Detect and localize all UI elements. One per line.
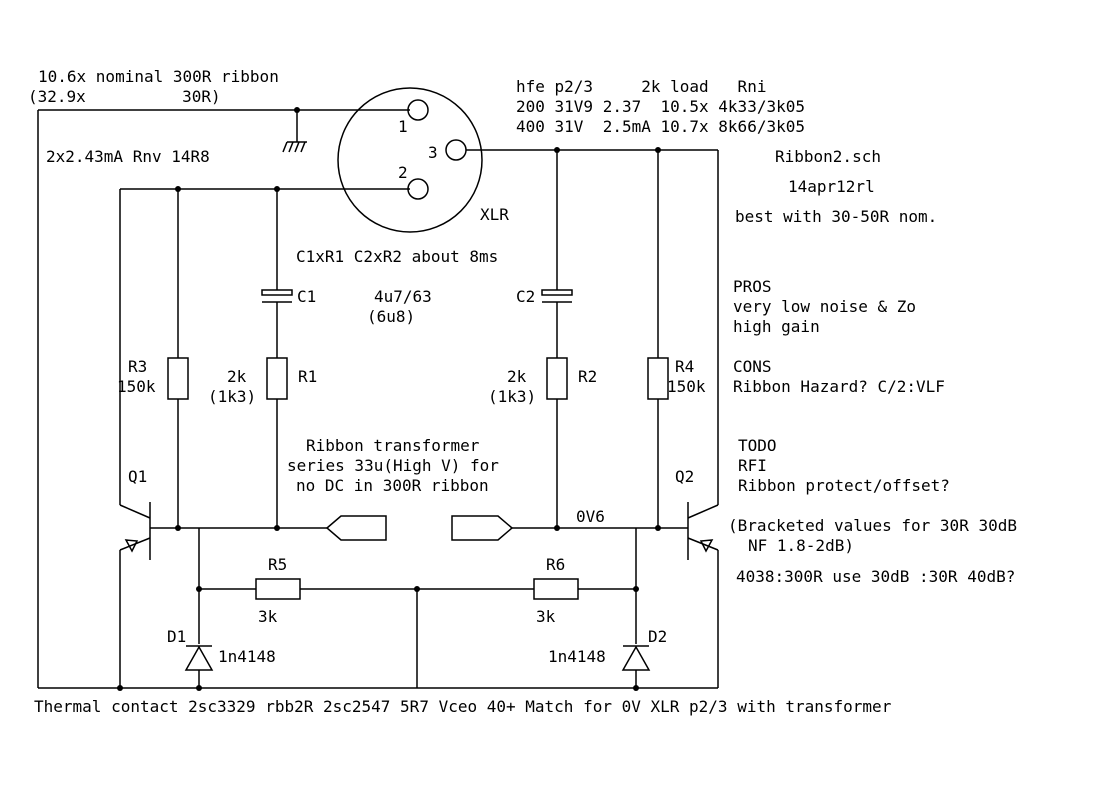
resistor-r4 — [647, 357, 669, 400]
note-bracketed-2: NF 1.8-2dB) — [748, 536, 854, 555]
transistor-q1 — [119, 502, 151, 560]
note-ribbon-line1: 10.6x nominal 300R ribbon — [38, 67, 279, 86]
note-footer: Thermal contact 2sc3329 rbb2R 2sc2547 5R… — [34, 697, 892, 716]
note-pros-title: PROS — [733, 277, 772, 296]
xlr-pin-3 — [445, 139, 467, 161]
r2-value: 2k — [507, 367, 527, 386]
xlr-pin-3-label: 3 — [428, 143, 438, 162]
resistor-r1 — [266, 357, 288, 400]
capacitor-c2 — [541, 289, 573, 303]
r6-value: 3k — [536, 607, 556, 626]
q1-name: Q1 — [128, 467, 147, 486]
port-right — [451, 515, 514, 541]
xlr-pin-2 — [407, 178, 429, 200]
q2-name: Q2 — [675, 467, 694, 486]
note-cap-value: 4u7/63 — [374, 287, 432, 306]
r6-name: R6 — [546, 555, 565, 574]
resistor-r3 — [167, 357, 189, 400]
d2-name: D2 — [648, 627, 667, 646]
r2-alt: (1k3) — [488, 387, 536, 406]
note-bias: 2x2.43mA Rnv 14R8 — [46, 147, 210, 166]
note-cap-value-alt: (6u8) — [367, 307, 415, 326]
r4-name: R4 — [675, 357, 694, 376]
note-cons-title: CONS — [733, 357, 772, 376]
port-left — [325, 515, 387, 541]
note-cons-1: Ribbon Hazard? C/2:VLF — [733, 377, 945, 396]
r1-name: R1 — [298, 367, 317, 386]
resistor-r5 — [255, 578, 301, 600]
note-pros-2: high gain — [733, 317, 820, 336]
xlr-pin-2-label: 2 — [398, 163, 408, 182]
node-0v6-label: 0V6 — [576, 507, 605, 526]
r1-alt: (1k3) — [208, 387, 256, 406]
xlr-label: XLR — [480, 205, 509, 224]
resistor-r2 — [546, 357, 568, 400]
diode-d2 — [621, 645, 651, 671]
r5-value: 3k — [258, 607, 278, 626]
ground-symbol — [282, 141, 307, 153]
note-todo-1: RFI — [738, 456, 767, 475]
note-best: best with 30-50R nom. — [735, 207, 937, 226]
c1-name: C1 — [297, 287, 316, 306]
r1-value: 2k — [227, 367, 247, 386]
note-date: 14apr12rl — [788, 177, 875, 196]
diode-d1 — [184, 645, 214, 671]
note-transformer-3: no DC in 300R ribbon — [296, 476, 489, 495]
note-time-constant: C1xR1 C2xR2 about 8ms — [296, 247, 498, 266]
xlr-pin-1 — [407, 99, 429, 121]
note-transformer-2: series 33u(High V) for — [287, 456, 499, 475]
d1-name: D1 — [167, 627, 186, 646]
d2-value: 1n4148 — [548, 647, 606, 666]
r4-value: 150k — [667, 377, 706, 396]
r3-value: 150k — [117, 377, 156, 396]
r3-name: R3 — [128, 357, 147, 376]
note-4038: 4038:300R use 30dB :30R 40dB? — [736, 567, 1015, 586]
note-filename: Ribbon2.sch — [775, 147, 881, 166]
resistor-r6 — [533, 578, 579, 600]
d1-value: 1n4148 — [218, 647, 276, 666]
note-todo-2: Ribbon protect/offset? — [738, 476, 950, 495]
xlr-pin-1-label: 1 — [398, 117, 408, 136]
transistor-q2 — [687, 502, 719, 560]
note-pros-1: very low noise & Zo — [733, 297, 916, 316]
xlr-connector: 1 2 3 XLR — [337, 87, 509, 233]
junctions — [117, 107, 661, 691]
note-transformer-1: Ribbon transformer — [306, 436, 480, 455]
note-hfe-header: hfe p2/3 2k load Rni — [516, 77, 766, 96]
note-todo-title: TODO — [738, 436, 777, 455]
r5-name: R5 — [268, 555, 287, 574]
wires — [37, 109, 719, 689]
capacitor-c1 — [261, 289, 293, 303]
r2-name: R2 — [578, 367, 597, 386]
note-ribbon-line2: (32.9x 30R) — [28, 87, 221, 106]
c2-name: C2 — [516, 287, 535, 306]
note-hfe-row1: 200 31V9 2.37 10.5x 4k33/3k05 — [516, 97, 805, 116]
note-bracketed-1: (Bracketed values for 30R 30dB — [728, 516, 1017, 535]
note-hfe-row2: 400 31V 2.5mA 10.7x 8k66/3k05 — [516, 117, 805, 136]
